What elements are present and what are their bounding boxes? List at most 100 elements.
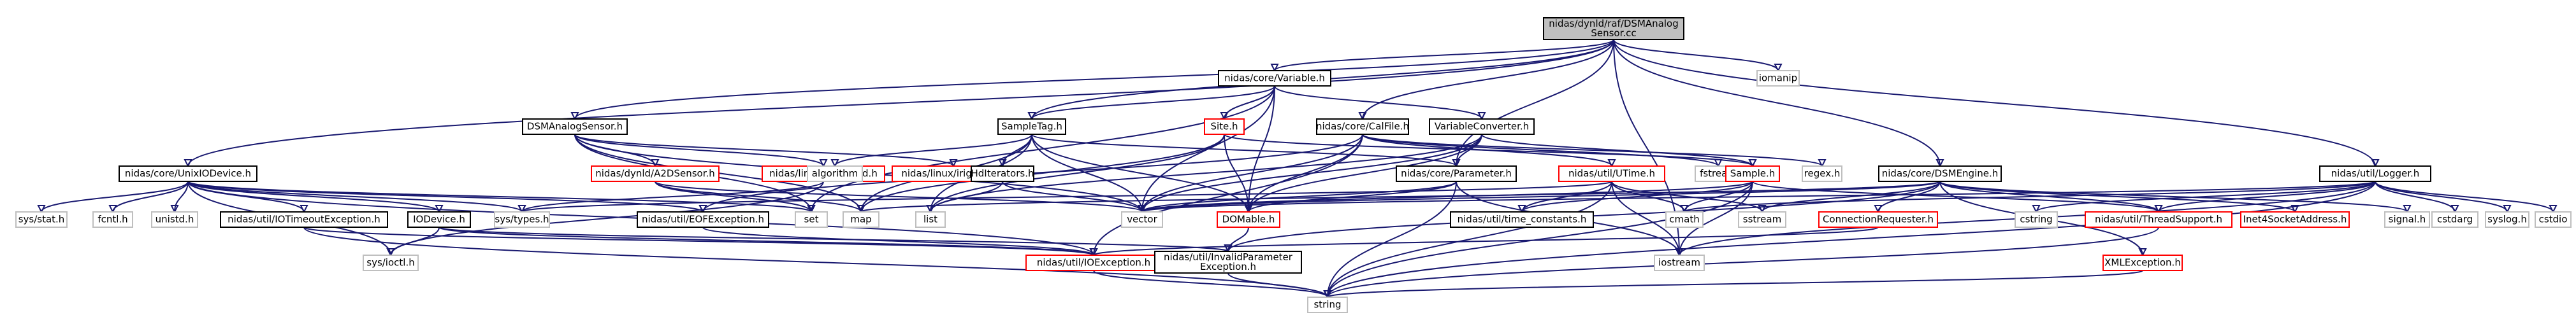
arrowhead-dsmanalog-to-a2dsensor xyxy=(651,159,660,168)
node-root[interactable]: nidas/dynld/raf/DSMAnalogSensor.cc xyxy=(1543,17,1684,40)
node-label: nidas/util/EOFException.h xyxy=(642,214,764,225)
node-utime[interactable]: nidas/util/UTime.h xyxy=(1558,165,1665,182)
node-ioexception[interactable]: nidas/util/IOException.h xyxy=(1025,255,1162,271)
node-variable[interactable]: nidas/core/Variable.h xyxy=(1218,70,1331,87)
node-box xyxy=(2015,211,2058,228)
edge-varconv-to-vector xyxy=(1141,134,1482,213)
node-unixiodevice[interactable]: nidas/core/UnixIODevice.h xyxy=(119,165,257,182)
arrowhead-connreq-to-ioexception xyxy=(1089,248,1098,257)
edge-connreq-to-ioexception xyxy=(1093,227,1879,256)
arrowhead-logger-to-cstdarg xyxy=(2450,205,2459,214)
arrowhead-utime-to-systypes xyxy=(517,205,526,214)
node-hiditerators[interactable]: HdIterators.h xyxy=(971,165,1034,182)
node-box xyxy=(2384,211,2430,228)
edge-unixiodevice-to-iodevice xyxy=(187,181,440,213)
node-label: Inet4SocketAddress.h xyxy=(2243,214,2347,225)
node-box xyxy=(1429,118,1535,135)
node-box xyxy=(1396,165,1517,182)
node-box xyxy=(1307,297,1348,313)
node-box xyxy=(1154,251,1302,274)
node-label: DOMable.h xyxy=(1222,214,1275,225)
node-parameter[interactable]: nidas/core/Parameter.h xyxy=(1396,165,1517,182)
node-label: sys/types.h xyxy=(495,214,549,225)
node-set: set xyxy=(795,211,828,228)
node-box xyxy=(2485,211,2529,228)
node-box xyxy=(15,211,68,228)
node-label: SampleTag.h xyxy=(1001,121,1062,132)
node-label: nidas/util/UTime.h xyxy=(1568,168,1655,179)
arrowhead-variable-to-site xyxy=(1220,112,1229,121)
node-label: nidas/util/time_constants.h xyxy=(1458,214,1587,226)
arrowhead-logger-to-threadsupport xyxy=(2154,205,2163,214)
arrowhead-dsmengine-to-sstream xyxy=(1758,205,1767,214)
edge-utime-to-systypes xyxy=(521,181,1612,213)
node-box xyxy=(2240,211,2350,228)
node-box xyxy=(795,211,828,228)
node-label: sys/ioctl.h xyxy=(366,257,414,269)
node-sampletag[interactable]: SampleTag.h xyxy=(997,118,1066,135)
node-site[interactable]: Site.h xyxy=(1204,118,1245,135)
node-dsmanalog[interactable]: DSMAnalogSensor.h xyxy=(522,118,628,135)
node-iodevice[interactable]: IODevice.h xyxy=(407,211,471,228)
edge-calfile-to-vector xyxy=(1141,134,1363,213)
node-box xyxy=(1450,211,1594,228)
edge-calfile-to-fstream xyxy=(1362,134,1719,167)
node-box xyxy=(2085,211,2232,228)
edge-threadsupport-to-string xyxy=(1327,227,2159,298)
edge-calfile-to-regex xyxy=(1362,134,1823,167)
edge-variable-to-sampletag xyxy=(1031,85,1275,120)
node-iotimeout[interactable]: nidas/util/IOTimeoutException.h xyxy=(220,211,388,228)
node-label: vector xyxy=(1127,214,1157,225)
node-calfile[interactable]: nidas/core/CalFile.h xyxy=(1316,118,1409,135)
node-iomanip: iomanip xyxy=(1756,70,1800,87)
arrowhead-logger-to-vector xyxy=(1138,205,1147,214)
edge-iodevice-to-sysioctl xyxy=(390,227,440,256)
node-threadsupport[interactable]: nidas/util/ThreadSupport.h xyxy=(2085,211,2232,228)
node-xmlexc[interactable]: XMLException.h xyxy=(2102,255,2183,271)
node-a2dsensor[interactable]: nidas/dynld/A2DSensor.h xyxy=(591,165,720,182)
node-label: XMLException.h xyxy=(2104,257,2181,269)
node-box xyxy=(151,211,198,228)
edge-utime-to-string xyxy=(1327,181,1612,298)
node-dsmengine[interactable]: nidas/core/DSMEngine.h xyxy=(1878,165,2002,182)
edge-unixiodevice-to-set xyxy=(187,181,812,213)
node-box xyxy=(1802,165,1842,182)
node-box xyxy=(1217,211,1280,228)
file-nodes: nidas/dynld/raf/DSMAnalogSensor.cc nidas/… xyxy=(15,17,2572,313)
arrowhead-root-to-variable xyxy=(1270,64,1279,73)
node-box xyxy=(119,165,257,182)
node-connreq[interactable]: ConnectionRequester.h xyxy=(1818,211,1938,228)
node-label: set xyxy=(804,214,819,225)
arrowhead-calfile-to-fstream xyxy=(1714,159,1723,168)
node-box xyxy=(1738,211,1786,228)
node-sample[interactable]: Sample.h xyxy=(1725,165,1780,182)
arrowhead-root-to-dsmanalog xyxy=(570,112,579,121)
node-label: cstring xyxy=(2020,214,2052,225)
node-eofexc[interactable]: nidas/util/EOFException.h xyxy=(637,211,769,228)
arrowhead-dsmengine-to-connreq xyxy=(1874,205,1883,214)
edge-root-to-iomanip xyxy=(1613,39,1779,71)
node-box xyxy=(1121,211,1163,228)
edge-unixiodevice-to-eofexc xyxy=(187,181,704,213)
edge-sampletag-to-hiditerators xyxy=(1002,134,1032,167)
node-label: syslog.h xyxy=(2487,214,2527,225)
edge-logger-to-cmath xyxy=(1684,181,2376,213)
node-box xyxy=(494,211,550,228)
node-label: sstream xyxy=(1743,214,1781,225)
node-label: iomanip xyxy=(1759,73,1797,84)
node-box xyxy=(637,211,769,228)
arrowhead-dsmengine-to-xmlexc xyxy=(2138,248,2147,257)
node-varconv[interactable]: VariableConverter.h xyxy=(1429,118,1535,135)
edge-dsmengine-to-inet4 xyxy=(1939,181,2296,213)
node-label: algorithm xyxy=(812,168,858,179)
node-logger[interactable]: nidas/util/Logger.h xyxy=(2319,165,2431,182)
node-box xyxy=(92,211,133,228)
node-inet4[interactable]: Inet4SocketAddress.h xyxy=(2240,211,2350,228)
edge-ioexception-to-string xyxy=(1093,270,1328,298)
arrowhead-calfile-to-regex xyxy=(1818,159,1827,168)
node-timeconst[interactable]: nidas/util/time_constants.h xyxy=(1450,211,1594,228)
node-box xyxy=(1204,118,1245,135)
node-domable[interactable]: DOMable.h xyxy=(1217,211,1280,228)
arrowhead-varconv-to-parameter xyxy=(1452,159,1461,168)
